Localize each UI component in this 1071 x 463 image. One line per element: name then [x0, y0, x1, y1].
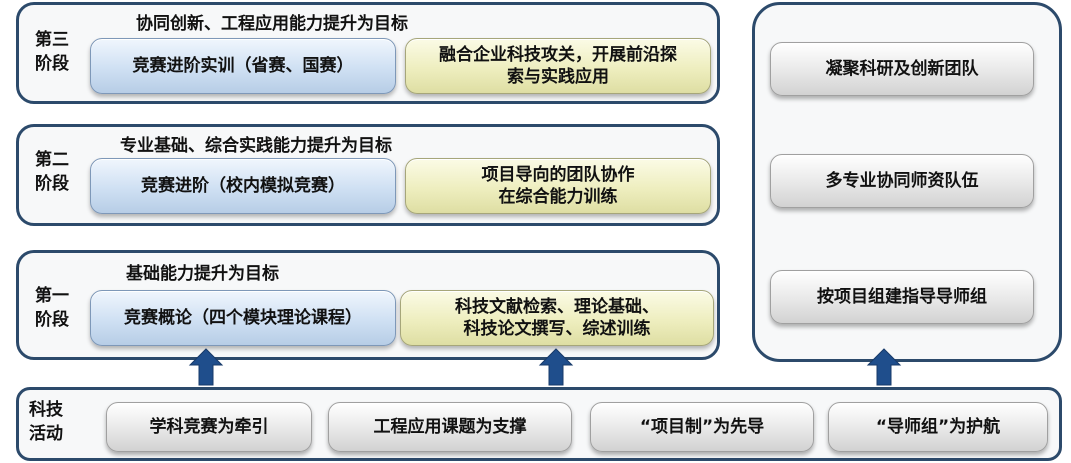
stage1-label: 第一 阶段 — [35, 286, 69, 330]
activity-mentor-group: “导师组”为护航 — [828, 402, 1048, 452]
stage1-right-box: 科技文献检索、理论基础、 科技论文撰写、综述训练 — [400, 290, 714, 346]
arrow-up-icon — [188, 348, 224, 386]
stage3-title: 协同创新、工程应用能力提升为目标 — [136, 14, 408, 34]
activity-project-system: “项目制”为先导 — [590, 402, 814, 452]
arrow-up-icon — [866, 348, 902, 386]
stage3-left-box: 竞赛进阶实训（省赛、国赛） — [90, 38, 396, 94]
stage2-label: 第二 阶段 — [35, 150, 69, 194]
activity-engineering-projects: 工程应用课题为支撑 — [328, 402, 572, 452]
teachers-item-research-team: 凝聚科研及创新团队 — [770, 42, 1034, 96]
stage1-title: 基础能力提升为目标 — [126, 264, 279, 284]
stage2-left-box: 竞赛进阶（校内模拟竞赛） — [90, 158, 396, 214]
activities-label: 科技 活动 — [29, 400, 63, 444]
stage3-right-box: 融合企业科技攻关，开展前沿探 索与实践应用 — [405, 38, 711, 94]
activity-competition: 学科竞赛为牵引 — [106, 402, 312, 452]
stage2-title: 专业基础、综合实践能力提升为目标 — [120, 136, 392, 156]
teachers-item-multidisciplinary-faculty: 多专业协同师资队伍 — [770, 154, 1034, 208]
stage1-left-box: 竞赛概论（四个模块理论课程） — [90, 290, 396, 346]
arrow-up-icon — [538, 348, 574, 386]
teachers-item-mentor-group: 按项目组建指导导师组 — [770, 270, 1034, 324]
stage3-label: 第三 阶段 — [35, 30, 69, 74]
stage2-right-box: 项目导向的团队协作 在综合能力训练 — [405, 158, 711, 214]
